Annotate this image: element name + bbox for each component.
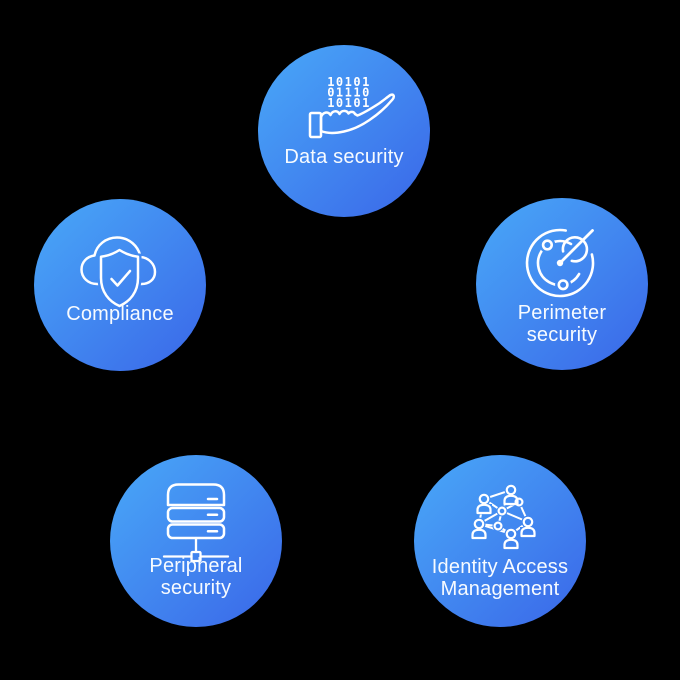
label-line: security <box>160 577 232 599</box>
hand-binary-icon: 10101 01110 10101 <box>308 75 396 139</box>
radar-icon <box>525 228 595 298</box>
bubble-label: Perimeter security <box>476 302 648 346</box>
connector-node <box>497 506 507 516</box>
people-network-icon <box>471 484 536 550</box>
server-network-icon <box>162 483 230 563</box>
bubble-label: Peripheral security <box>110 555 282 599</box>
connector-node <box>514 497 524 507</box>
label-line: Data security <box>284 146 404 168</box>
label-line: Peripheral <box>149 555 243 577</box>
label-line: Identity Access <box>431 556 569 578</box>
bubble-data-security: 10101 01110 10101 Data security <box>258 45 430 217</box>
person-node <box>520 516 536 538</box>
bubble-label: Compliance <box>34 303 206 325</box>
binary-row: 01110 <box>327 86 371 100</box>
bubble-peripheral-security: Peripheral security <box>110 455 282 627</box>
cloud-shield-check-icon <box>80 236 157 308</box>
bubble-label: Data security <box>258 146 430 168</box>
label-line: Perimeter <box>517 302 607 324</box>
person-node <box>476 493 492 515</box>
person-node <box>471 518 487 540</box>
bubble-compliance: Compliance <box>34 199 206 371</box>
label-line: security <box>526 324 598 346</box>
binary-row: 10101 <box>327 75 371 89</box>
person-node <box>503 528 519 550</box>
connector-node <box>493 521 503 531</box>
label-line: Management <box>440 578 560 600</box>
label-line: Compliance <box>66 303 174 325</box>
bubble-perimeter-security: Perimeter security <box>476 198 648 370</box>
binary-row: 10101 <box>327 96 371 110</box>
bubble-label: Identity Access Management <box>414 556 586 600</box>
bubble-identity-access-management: Identity Access Management <box>414 455 586 627</box>
